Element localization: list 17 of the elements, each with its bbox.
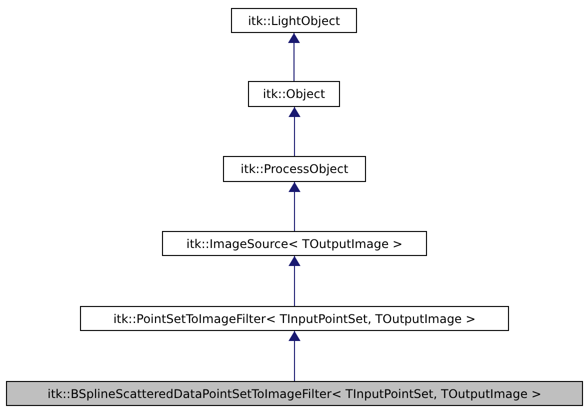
class-name: itk::Object — [262, 88, 326, 100]
class-name: itk::ImageSource< TOutputImage > — [186, 238, 403, 250]
class-name: itk::PointSetToImageFilter< TInputPointSet, TOutputImage > — [113, 312, 476, 324]
class-box — [248, 81, 340, 107]
class-box — [231, 8, 357, 33]
class-box — [6, 381, 583, 406]
class-name: itk::BSplineScatteredDataPointSetToImageFilter< TInputPointSet, TOutputImage > — [48, 388, 542, 400]
class-box — [223, 156, 366, 182]
class-name: itk::ProcessObject — [240, 163, 348, 175]
inheritance-arrow — [288, 32, 300, 82]
class-box — [80, 306, 509, 331]
inheritance-arrow — [288, 330, 300, 382]
inheritance-arrow — [288, 106, 300, 156]
inheritance-arrow — [288, 182, 300, 232]
class-box — [162, 231, 427, 256]
inheritance-arrow — [288, 256, 300, 306]
class-name: itk::LightObject — [248, 14, 340, 26]
